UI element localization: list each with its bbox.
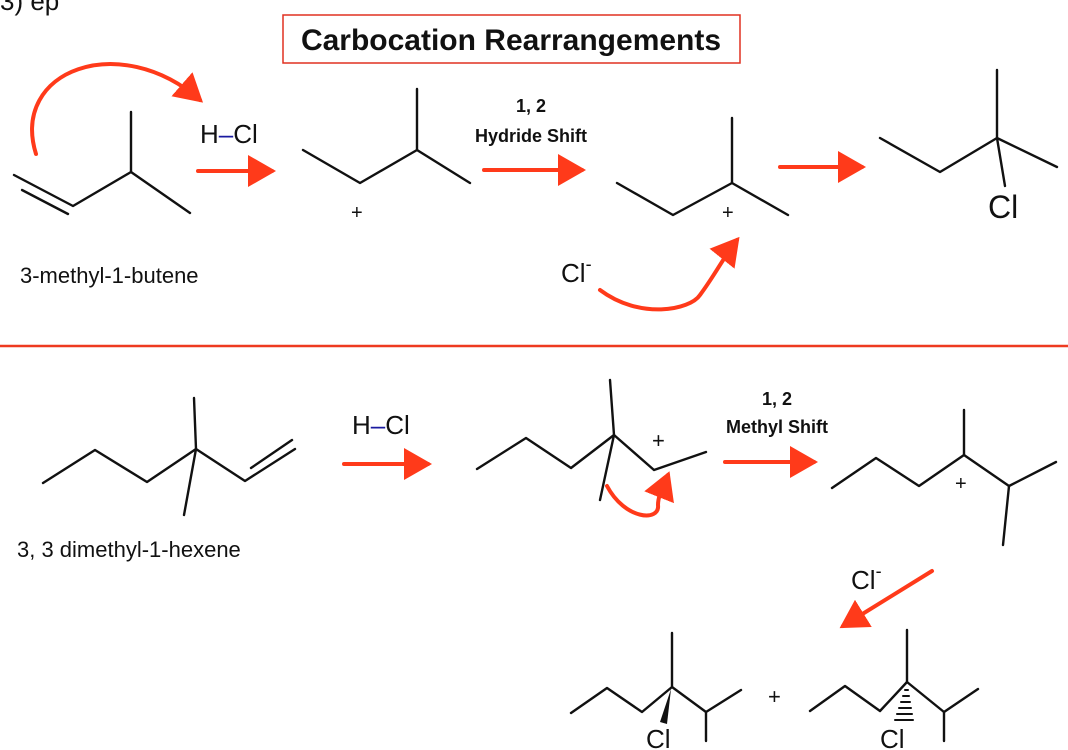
nucleophile-cl-1-charge: -: [586, 254, 592, 274]
product-2-chloro-2-methylbutane: [878, 68, 1059, 188]
reactant-name-1: 3-methyl-1-butene: [20, 263, 199, 288]
tertiary-carbocation: [615, 116, 790, 217]
nucleophile-cl-2-charge: -: [876, 561, 882, 581]
reagent-h: H: [200, 119, 219, 149]
product2-cl: Cl: [880, 724, 905, 750]
secondary-carbocation-2: [475, 378, 708, 502]
secondary-carbocation: [301, 87, 472, 185]
reactant-3-methyl-1-butene: [12, 110, 192, 216]
reagent-hcl-2: H–Cl: [352, 410, 410, 440]
shift-number-1: 1, 2: [516, 96, 546, 116]
reagent-hcl-1: H–Cl: [200, 119, 258, 149]
reaction-arrow-6: [839, 569, 934, 629]
cation2-plus: +: [722, 202, 734, 224]
reactant-name-2: 3, 3 dimethyl-1-hexene: [17, 537, 241, 562]
page-title: Carbocation Rearrangements: [301, 24, 721, 57]
wedge-bond: [660, 689, 671, 724]
hash-bond: [894, 689, 914, 721]
reagent-dash: –: [219, 119, 234, 149]
shift-number-2: 1, 2: [762, 389, 792, 409]
shift-name-2: Methyl Shift: [726, 417, 828, 437]
product-enantiomer-wedge: [569, 631, 743, 743]
title-box: [282, 14, 741, 64]
product1-cl: Cl: [646, 724, 671, 750]
curved-arrow-cl-attack-1: [598, 236, 740, 312]
reagent-cl-2: Cl: [385, 410, 410, 440]
reagent-cl: Cl: [233, 119, 258, 149]
nucleophile-cl-2-label: Cl: [851, 565, 876, 595]
clipped-heading: 3) ep: [0, 0, 59, 16]
shift-name-1: Hydride Shift: [475, 126, 587, 146]
reagent-dash-2: –: [371, 410, 386, 440]
nucleophile-cl-1-label: Cl: [561, 258, 586, 288]
nucleophile-cl-1: Cl-: [561, 254, 592, 288]
plus-between-products: +: [768, 684, 781, 709]
reagent-h-2: H: [352, 410, 371, 440]
curved-arrow-methyl-shift: [605, 471, 674, 518]
cation1-plus: +: [351, 202, 363, 224]
nucleophile-cl-2: Cl-: [851, 561, 882, 595]
curved-arrow-pi-to-h: [30, 62, 204, 156]
product-cl-1: Cl: [988, 189, 1018, 225]
tertiary-carbocation-2: [830, 408, 1058, 547]
cation4-plus: +: [955, 473, 967, 495]
product-enantiomer-hash: [808, 628, 980, 743]
cation3-plus: +: [652, 428, 665, 453]
reactant-3-3-dimethyl-1-hexene: [41, 396, 297, 517]
